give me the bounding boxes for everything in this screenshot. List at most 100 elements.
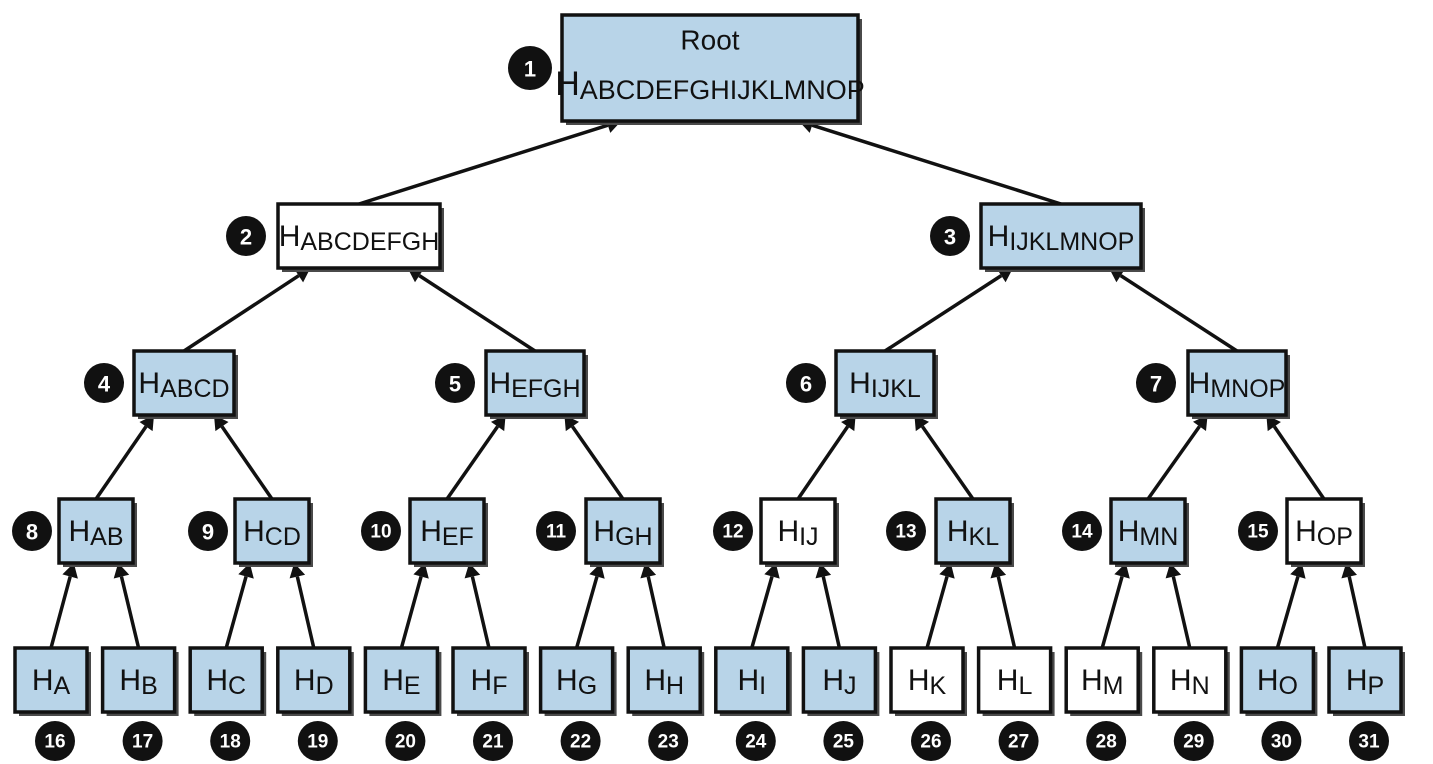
- hash-label: HO: [1257, 664, 1298, 701]
- node-box: [276, 202, 442, 270]
- number-badge-label: 29: [1183, 732, 1204, 753]
- node-box: [363, 646, 440, 714]
- number-badge: [713, 511, 753, 551]
- node-box: [1327, 646, 1403, 714]
- hash-subscript: IJ: [799, 523, 818, 551]
- hash-node-11: HGH 11: [536, 497, 664, 567]
- hash-label: HK: [908, 664, 947, 701]
- number-badge-label: 25: [833, 732, 855, 753]
- number-badge-label: 31: [1358, 732, 1380, 753]
- node-box: [834, 349, 936, 417]
- node-box: [1152, 646, 1228, 714]
- root-label: Root: [680, 25, 739, 56]
- hash-subscript: ABCDEFGHIJKLMNOP: [580, 75, 865, 105]
- edge-20-to-10: [399, 576, 423, 649]
- hash-subscript: IJKLMNOP: [1009, 228, 1134, 256]
- node-box: [100, 646, 177, 714]
- hash-label: HE: [382, 664, 420, 701]
- hash-symbol: H: [119, 664, 141, 697]
- node-box: [584, 497, 662, 565]
- number-badge-label: 2: [240, 225, 252, 250]
- hash-label: HEFGH: [489, 367, 580, 404]
- hash-symbol: H: [382, 664, 404, 697]
- hash-symbol: H: [1346, 664, 1368, 697]
- hash-subscript: AB: [90, 523, 123, 551]
- edge-19-to-9: [295, 576, 316, 649]
- hash-subscript: ABCD: [160, 375, 229, 403]
- number-badge-label: 23: [658, 732, 679, 753]
- hash-subscript: A: [53, 672, 70, 700]
- edge-31-to-15: [1347, 576, 1367, 649]
- number-badge-label: 9: [202, 520, 214, 545]
- hash-label: HABCDEFGH: [279, 220, 440, 257]
- node-box: [976, 646, 1053, 714]
- node-box: [233, 497, 311, 565]
- edge-27-to-13: [996, 576, 1017, 649]
- node-box: [889, 646, 965, 714]
- hash-subscript: M: [1103, 672, 1124, 700]
- arrowhead-icon: [1266, 415, 1281, 432]
- node-box: [538, 646, 615, 714]
- edge-24-to-12: [750, 575, 774, 649]
- hash-symbol: H: [243, 515, 265, 548]
- number-badge: [648, 721, 689, 761]
- edge-4-to-2: [183, 274, 300, 353]
- hash-symbol: H: [593, 515, 615, 548]
- edge-17-to-8: [119, 576, 141, 649]
- node-box: [626, 646, 702, 714]
- hash-symbol: H: [1257, 664, 1279, 697]
- number-badge-label: 19: [307, 732, 328, 753]
- hash-symbol: H: [489, 367, 511, 400]
- number-badge: [226, 216, 266, 256]
- hash-subscript: G: [578, 672, 597, 700]
- hash-subscript: MNOP: [1210, 375, 1285, 403]
- hash-subscript: I: [759, 672, 766, 700]
- number-badge: [886, 511, 926, 551]
- number-badge: [385, 721, 426, 761]
- number-badge-label: 1: [524, 57, 536, 82]
- hash-label: HEF: [420, 515, 474, 552]
- number-badge: [508, 46, 552, 90]
- hash-subscript: K: [929, 672, 946, 700]
- number-badge-label: 30: [1271, 732, 1292, 753]
- hash-symbol: H: [420, 515, 442, 548]
- hash-symbol: H: [294, 664, 316, 697]
- hash-symbol: H: [644, 664, 666, 697]
- hash-subscript: B: [141, 672, 158, 700]
- hash-subscript: GH: [615, 523, 653, 551]
- edge-9-to-4: [220, 425, 274, 500]
- hash-label: HL: [997, 664, 1033, 701]
- hash-subscript: J: [844, 672, 857, 700]
- hash-label: HKL: [947, 515, 999, 552]
- number-badge: [1062, 511, 1102, 551]
- hash-label: HB: [119, 664, 157, 701]
- number-badge-label: 11: [546, 522, 567, 543]
- hash-subscript: OP: [1317, 523, 1353, 551]
- hash-subscript: L: [1018, 672, 1032, 700]
- number-badge-label: 20: [395, 732, 416, 753]
- edge-5-to-2: [418, 274, 536, 353]
- number-badge: [1136, 363, 1176, 403]
- number-badge: [1173, 721, 1214, 761]
- hash-label: HI: [737, 664, 766, 701]
- hash-label: HF: [471, 664, 508, 701]
- edge-18-to-9: [224, 576, 248, 649]
- number-badge: [361, 511, 401, 551]
- node-box: [451, 646, 527, 714]
- number-badge-label: 28: [1096, 732, 1117, 753]
- number-badge: [12, 511, 52, 551]
